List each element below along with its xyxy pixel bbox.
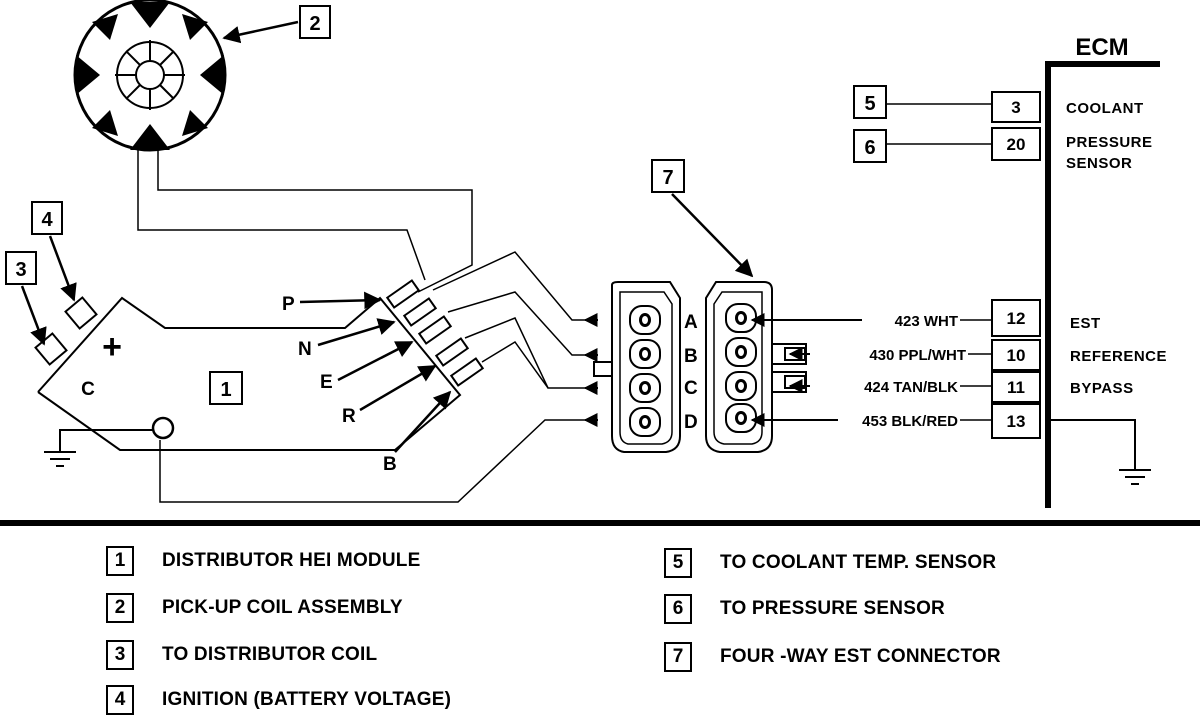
callout-1: 1 xyxy=(209,371,243,405)
ground-symbol-right xyxy=(1050,419,1151,485)
c-terminal-label: C xyxy=(81,379,95,400)
ecm-pin-20: 20 xyxy=(1007,135,1026,154)
callout-5: 5 xyxy=(853,85,992,119)
connector-pin-a: A xyxy=(684,312,698,333)
ecm-wires xyxy=(960,319,992,421)
callout-2: 2 xyxy=(222,5,331,44)
connector-pin-d: D xyxy=(684,412,698,433)
connector-pin-c: C xyxy=(684,378,698,399)
wire-label-est: 423 WHT xyxy=(895,313,958,330)
ground-stud xyxy=(151,416,175,440)
pin-label-e: E xyxy=(320,372,333,393)
pickup-coil-assembly xyxy=(73,0,227,152)
wire-label-ground: 453 BLK/RED xyxy=(862,413,958,430)
wire-labels: 423 WHT 430 PPL/WHT 424 TAN/BLK 453 BLK/… xyxy=(862,313,966,430)
ecm-pin-12: 12 xyxy=(1007,309,1026,328)
ecm-title: ECM xyxy=(1075,34,1128,61)
coil-tooth xyxy=(130,2,170,28)
ecm-label-bypass: BYPASS xyxy=(1070,380,1134,397)
section-divider xyxy=(0,520,1200,526)
ecm-label-pressure: PRESSURE xyxy=(1066,134,1153,151)
ecm-label-est: EST xyxy=(1070,315,1101,332)
ecm-label-sensor: SENSOR xyxy=(1066,155,1132,172)
callout-4: 4 xyxy=(31,201,77,302)
ecm-label-coolant: COOLANT xyxy=(1066,100,1144,117)
module-pin-labels: P N E R B xyxy=(282,294,397,475)
coil-tooth xyxy=(92,14,118,40)
hei-module: + C xyxy=(34,279,485,451)
ecm-label-reference: REFERENCE xyxy=(1070,348,1167,365)
plus-sign: + xyxy=(102,328,122,366)
svg-text:6: 6 xyxy=(864,137,875,159)
ecm-pin-3: 3 xyxy=(1011,98,1020,117)
ecm-pin-11: 11 xyxy=(1007,378,1025,397)
connector-pin-b: B xyxy=(684,346,698,367)
coil-tooth xyxy=(182,14,208,40)
pin-label-b: B xyxy=(383,454,397,475)
svg-text:1: 1 xyxy=(220,379,231,401)
callout-7: 7 xyxy=(651,159,754,278)
ground-symbol-left xyxy=(44,429,153,467)
battery-terminal xyxy=(64,296,98,330)
svg-text:3: 3 xyxy=(15,259,26,281)
est-connector-left: A B C D xyxy=(593,281,698,453)
est-connector-right xyxy=(705,281,807,453)
pin-label-n: N xyxy=(298,339,312,360)
coil-tooth xyxy=(200,55,224,95)
svg-text:4: 4 xyxy=(41,209,53,231)
wire-label-bypass: 424 TAN/BLK xyxy=(864,379,958,396)
coil-tooth xyxy=(130,124,170,150)
pin-label-p: P xyxy=(282,294,295,315)
pin-label-r: R xyxy=(342,406,356,427)
callout-6: 6 xyxy=(853,129,992,163)
ecm-pin-10: 10 xyxy=(1007,346,1026,365)
wire-label-reference: 430 PPL/WHT xyxy=(869,347,966,364)
coil-tooth xyxy=(92,110,118,136)
coil-tooth xyxy=(76,55,100,95)
svg-text:7: 7 xyxy=(662,167,673,189)
ecm-block: ECM 3 20 12 10 11 13 COOLANT PRESSURE SE… xyxy=(991,34,1167,508)
svg-text:2: 2 xyxy=(309,13,320,35)
pickup-leads xyxy=(137,150,473,293)
svg-text:5: 5 xyxy=(864,93,875,115)
ecm-pin-13: 13 xyxy=(1007,412,1026,431)
coil-terminal xyxy=(34,332,68,366)
coil-tooth xyxy=(182,110,208,136)
callout-3: 3 xyxy=(5,251,47,346)
